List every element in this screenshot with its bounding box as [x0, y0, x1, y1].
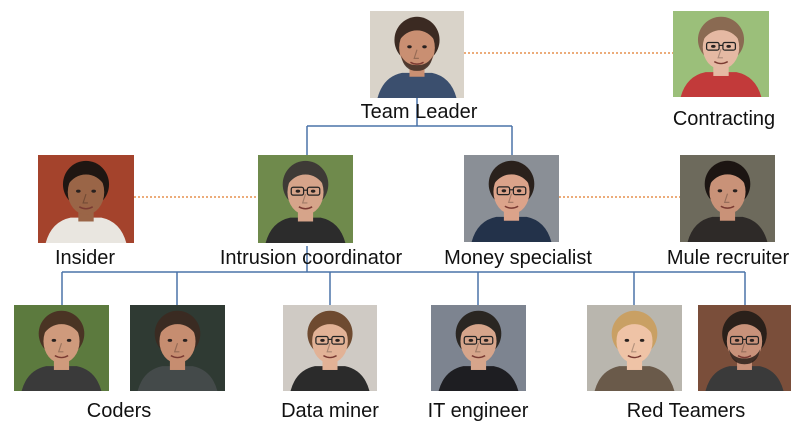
label-coders: Coders	[86, 400, 152, 422]
person-portrait-icon	[464, 155, 559, 242]
portrait-coder-1	[14, 305, 109, 391]
label-mule-recruiter: Mule recruiter	[666, 247, 790, 269]
portrait-intrusion-coordinator	[258, 155, 353, 243]
label-red-teamers: Red Teamers	[626, 400, 746, 422]
person-portrait-icon	[258, 155, 353, 243]
person-portrait-icon	[673, 11, 769, 97]
portrait-money-specialist	[464, 155, 559, 242]
person-portrait-icon	[283, 305, 377, 391]
person-portrait-icon	[370, 11, 464, 98]
portrait-it-engineer	[431, 305, 526, 391]
portrait-mule-recruiter	[680, 155, 775, 242]
person-portrait-icon	[587, 305, 682, 391]
portrait-red-teamer-2	[698, 305, 791, 391]
portrait-red-teamer-1	[587, 305, 682, 391]
person-portrait-icon	[680, 155, 775, 242]
portrait-team-leader	[370, 11, 464, 98]
portrait-contracting	[673, 11, 769, 97]
label-intrusion-coordinator: Intrusion coordinator	[219, 247, 403, 269]
label-money-specialist: Money specialist	[444, 247, 592, 269]
person-portrait-icon	[38, 155, 134, 243]
person-portrait-icon	[698, 305, 791, 391]
label-team-leader: Team Leader	[360, 101, 478, 123]
portrait-data-miner	[283, 305, 377, 391]
label-insider: Insider	[54, 247, 116, 269]
portrait-coder-2	[130, 305, 225, 391]
label-contracting: Contracting	[672, 108, 776, 130]
person-portrait-icon	[130, 305, 225, 391]
person-portrait-icon	[431, 305, 526, 391]
person-portrait-icon	[14, 305, 109, 391]
label-data-miner: Data miner	[281, 400, 379, 422]
label-it-engineer: IT engineer	[427, 400, 529, 422]
portrait-insider	[38, 155, 134, 243]
